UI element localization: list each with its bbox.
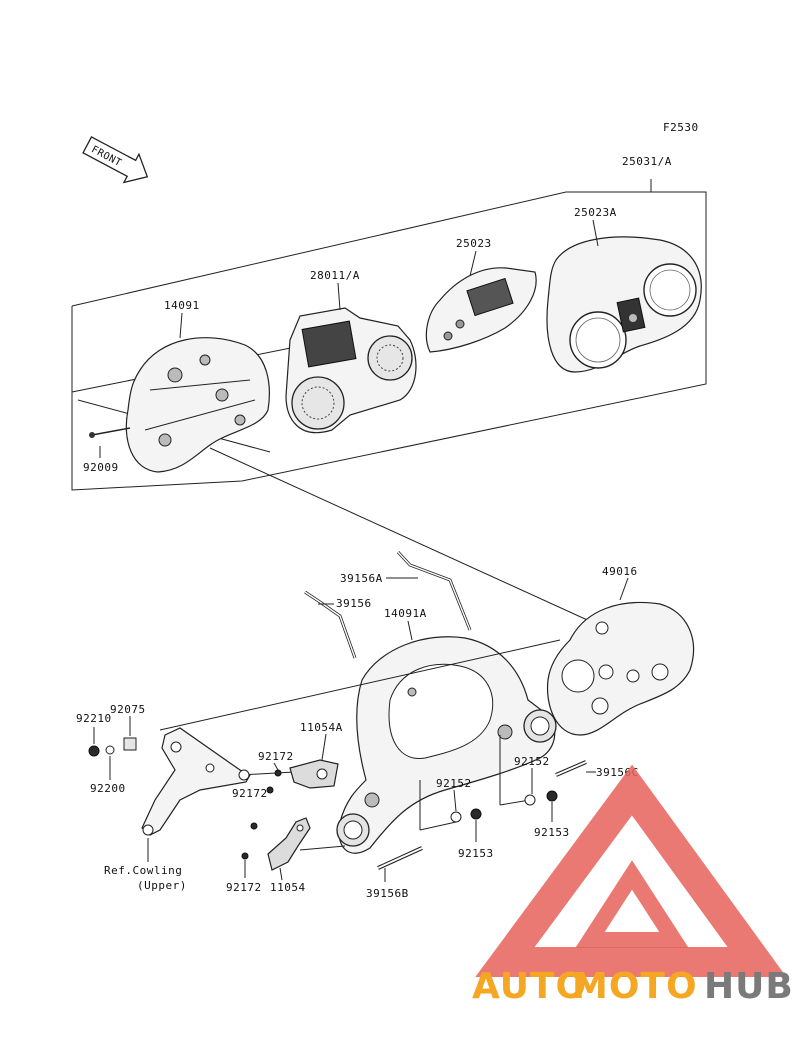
inner-cover-14091A (336, 636, 557, 854)
figure-code: F2530 (663, 121, 699, 134)
label-92075: 92075 (110, 703, 146, 716)
label-92152-a: 92152 (436, 777, 472, 790)
meter-unit-28011A (285, 307, 417, 434)
label-92009: 92009 (83, 461, 119, 474)
label-14091: 14091 (164, 299, 200, 312)
meter-case-25023A (546, 236, 702, 373)
label-25023A: 25023A (574, 206, 617, 219)
meter-inner-25023 (425, 267, 537, 353)
bracket-11054 (267, 817, 311, 871)
label-92153-b: 92153 (534, 826, 570, 839)
label-39156: 39156 (336, 597, 372, 610)
bolt-92172-d (241, 852, 249, 860)
label-92172-a: 92172 (258, 750, 294, 763)
watermark-hub: HUB (704, 966, 794, 1007)
label-39156B: 39156B (366, 887, 409, 900)
screw-92009 (89, 427, 131, 438)
label-92152-b: 92152 (514, 755, 550, 768)
grommet-92152-a (450, 811, 462, 823)
label-39156A: 39156A (340, 572, 383, 585)
label-28011A: 28011/A (310, 269, 360, 282)
label-14091A: 14091A (384, 607, 427, 620)
label-92210: 92210 (76, 712, 112, 725)
strip-39156B (377, 846, 423, 870)
watermark-logo: AUTO MOTO HUB (472, 764, 794, 1007)
bolt-92172-a (274, 769, 282, 777)
pad-49016 (546, 601, 695, 736)
bolt-92153-b (546, 790, 558, 802)
watermark-auto: AUTO (472, 966, 587, 1007)
nut-92210 (88, 745, 100, 757)
washer-92200 (105, 745, 115, 755)
front-arrow-icon: FRONT (82, 136, 149, 184)
label-11054: 11054 (270, 881, 306, 894)
label-92153-a: 92153 (458, 847, 494, 860)
main-bracket (141, 727, 251, 836)
bracket-39156 (304, 590, 357, 659)
label-11054A: 11054A (300, 721, 343, 734)
ref-cowling-line1: Ref.Cowling (104, 864, 182, 877)
bracket-11054A (289, 759, 339, 789)
collar-92075 (123, 737, 137, 751)
strip-39156C (555, 760, 587, 777)
label-49016: 49016 (602, 565, 638, 578)
bolt-92153-a (470, 808, 482, 820)
label-92172-c: 92172 (226, 881, 262, 894)
bolt-92172-b (266, 786, 274, 794)
label-25023: 25023 (456, 237, 492, 250)
bracket-39156A (396, 550, 472, 631)
label-25031A: 25031/A (622, 155, 672, 168)
label-92172-b: 92172 (232, 787, 268, 800)
meter-cover-14091 (125, 337, 270, 473)
grommet-92152-b (524, 794, 536, 806)
watermark-moto: MOTO (572, 966, 698, 1007)
connector-line (209, 447, 619, 635)
bolt-92172-c (250, 822, 258, 830)
ref-cowling-line2: (Upper) (137, 879, 187, 892)
label-92200: 92200 (90, 782, 126, 795)
